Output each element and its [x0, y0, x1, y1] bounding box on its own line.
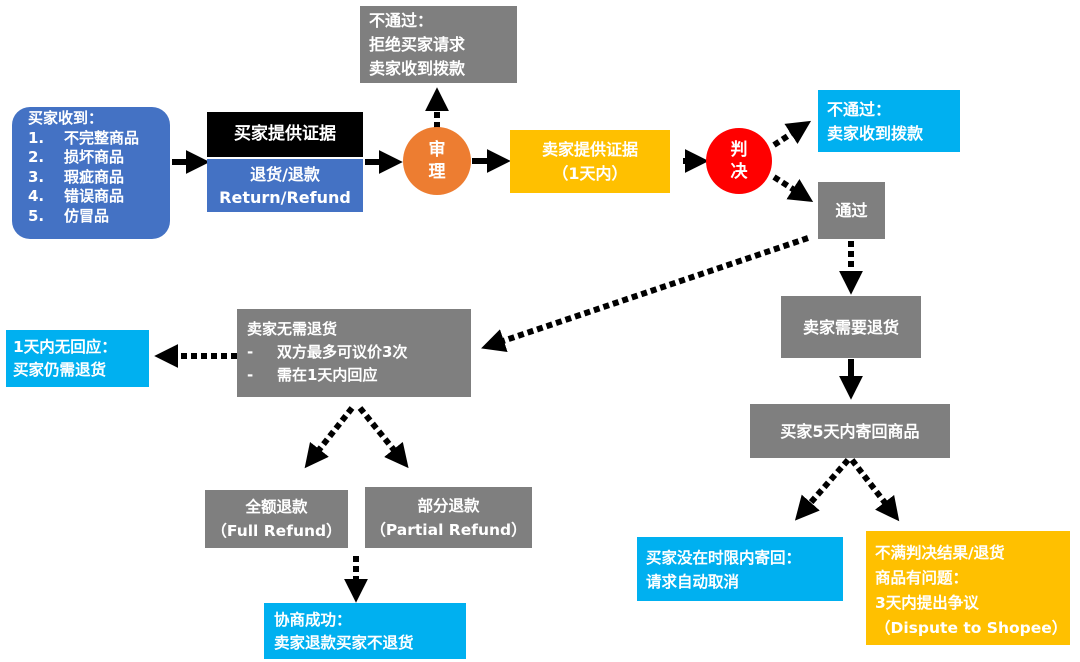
return-refund-box: 退货/退款 Return/Refund — [207, 159, 363, 212]
reject-right-box: 不通过： 卖家收到拨款 — [818, 90, 960, 152]
reject-top-line1: 不通过： — [369, 10, 434, 30]
no-response-box: 1天内无回应： 买家仍需退货 — [6, 330, 149, 387]
arrow-noreturn-to-partial — [357, 406, 409, 469]
full-refund-en: （Full Refund） — [211, 522, 342, 540]
negotiation-success-line1: 协商成功： — [274, 611, 352, 629]
list-item: 1.不完整商品 — [28, 128, 140, 147]
partial-refund-en: （Partial Refund） — [370, 520, 527, 539]
seller-evidence-title: 卖家提供证据 — [541, 139, 638, 159]
no-return-box: 卖家无需退货 -双方最多可议价3次 -需在1天内回应 — [237, 309, 471, 397]
send-back-box: 买家5天内寄回商品 — [750, 404, 950, 458]
send-back-label: 买家5天内寄回商品 — [780, 421, 920, 441]
list-item: -需在1天内回应 — [247, 366, 378, 384]
buyer-evidence-label: 买家提供证据 — [234, 124, 336, 144]
arrow-sendback-to-timeout — [794, 458, 851, 521]
need-return-box: 卖家需要退货 — [781, 296, 921, 358]
partial-refund-cn: 部分退款 — [417, 496, 480, 515]
arrow-noreturn-to-full — [304, 406, 355, 469]
negotiation-success-box: 协商成功： 卖家退款买家不退货 — [264, 603, 466, 659]
no-response-line2: 买家仍需退货 — [13, 361, 107, 379]
reject-right-line1: 不通过： — [827, 100, 892, 119]
negotiation-success-line2: 卖家退款买家不退货 — [274, 634, 414, 652]
arrow-pass-to-noreturn — [481, 235, 809, 353]
no-response-line1: 1天内无回应： — [13, 338, 117, 356]
verdict-char-1: 判 — [730, 140, 748, 160]
need-return-label: 卖家需要退货 — [802, 317, 899, 337]
pass-label: 通过 — [835, 201, 868, 220]
reject-top-box: 不通过： 拒绝买家请求 卖家收到拨款 — [360, 6, 517, 83]
arrow-verdict-to-reject — [772, 120, 812, 148]
list-item: 3.瑕疵商品 — [28, 167, 125, 186]
return-refund-cn: 退货/退款 — [250, 164, 320, 184]
dispute-box: 不满判决结果/退货 商品有问题： 3天内提出争议 （Dispute to Sho… — [866, 531, 1070, 645]
list-item: 4.错误商品 — [28, 187, 125, 205]
timeout-cancel-line1: 买家没在时限内寄回： — [646, 549, 802, 567]
full-refund-box: 全额退款 （Full Refund） — [205, 490, 348, 548]
buyer-receives-title: 买家收到： — [28, 109, 104, 127]
list-item: 5.仿冒品 — [28, 206, 110, 225]
review-char-1: 审 — [428, 140, 446, 160]
review-char-2: 理 — [428, 162, 446, 182]
seller-evidence-deadline: （1天内） — [552, 163, 628, 183]
dispute-line4: （Dispute to Shopee） — [875, 619, 1068, 637]
verdict-char-2: 决 — [730, 162, 748, 182]
arrow-verdict-to-pass — [772, 174, 814, 203]
arrow-sendback-to-dispute — [849, 458, 900, 522]
list-item: -双方最多可议价3次 — [247, 343, 408, 361]
verdict-circle: 判 决 — [706, 128, 772, 194]
review-circle: 审 理 — [403, 127, 471, 195]
dispute-line3: 3天内提出争议 — [875, 594, 979, 612]
list-item: 2.损坏商品 — [28, 148, 125, 166]
timeout-cancel-box: 买家没在时限内寄回： 请求自动取消 — [637, 537, 843, 601]
no-return-title: 卖家无需退货 — [247, 320, 338, 338]
reject-top-line3: 卖家收到拨款 — [369, 58, 466, 78]
partial-refund-box: 部分退款 （Partial Refund） — [365, 487, 532, 548]
dispute-line1: 不满判决结果/退货 — [875, 544, 1005, 562]
buyer-receives-box: 买家收到： 1.不完整商品 2.损坏商品 3.瑕疵商品 4.错误商品 5.仿冒品 — [12, 107, 170, 239]
seller-evidence-box: 卖家提供证据 （1天内） — [510, 130, 670, 193]
timeout-cancel-line2: 请求自动取消 — [646, 573, 740, 591]
full-refund-cn: 全额退款 — [245, 498, 308, 516]
reject-right-line2: 卖家收到拨款 — [827, 124, 924, 143]
pass-box: 通过 — [818, 182, 885, 239]
reject-top-line2: 拒绝买家请求 — [369, 34, 466, 54]
dispute-line2: 商品有问题： — [875, 569, 969, 587]
buyer-evidence-box: 买家提供证据 — [207, 112, 363, 157]
return-refund-en: Return/Refund — [219, 187, 351, 207]
